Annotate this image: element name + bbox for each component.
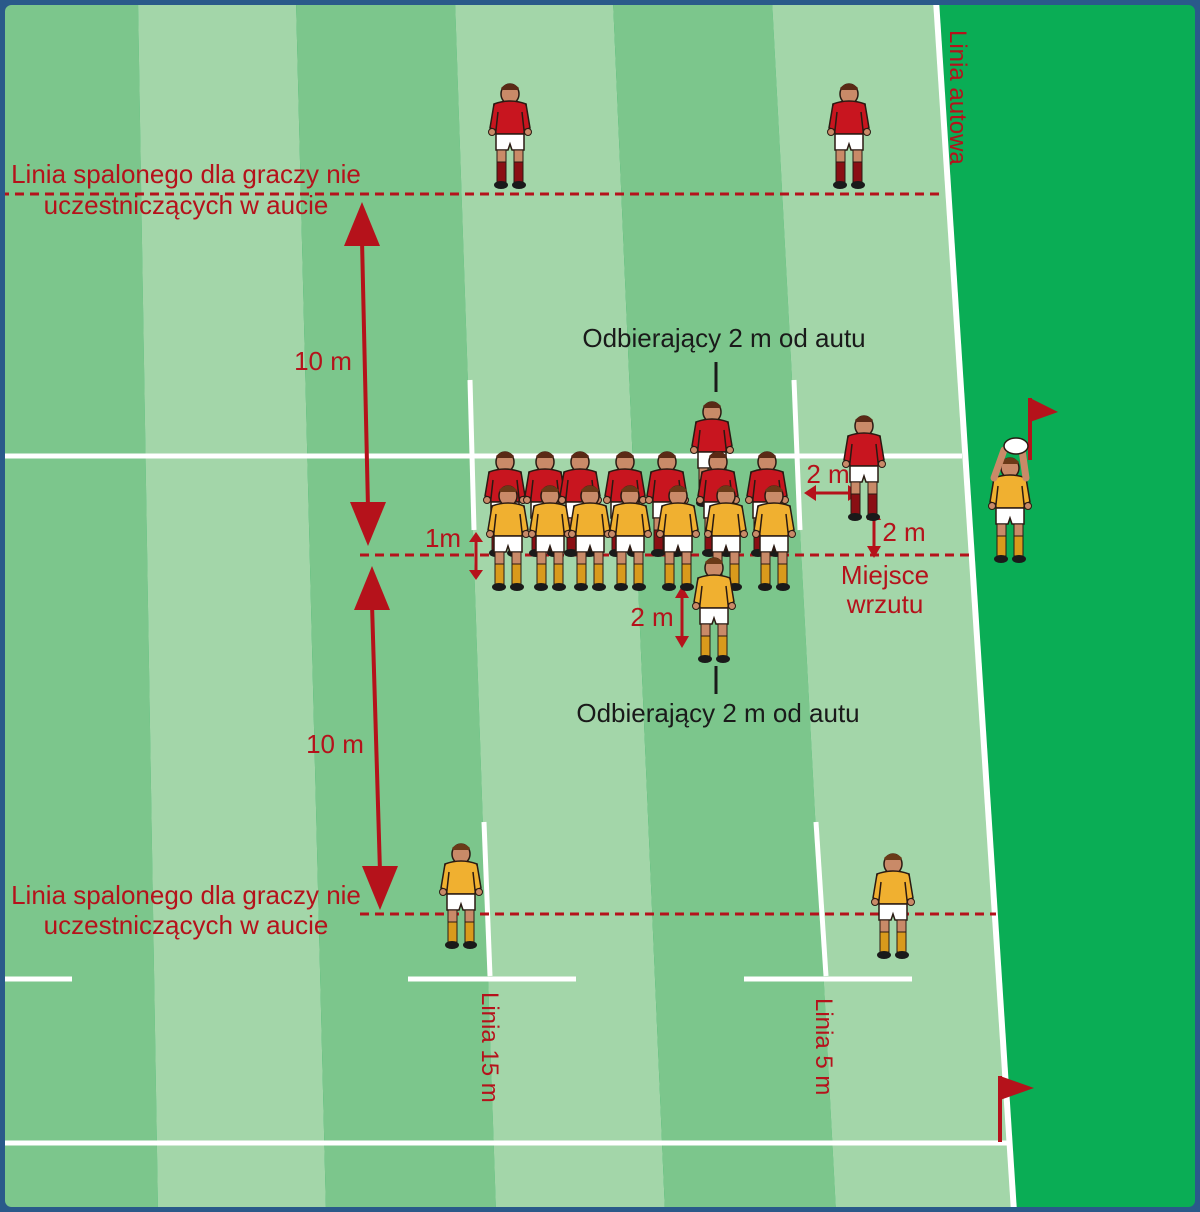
corner-flag-icon <box>1028 398 1058 460</box>
distance-label-bottom: 10 m <box>306 729 364 759</box>
gap-1m-arrow <box>469 532 483 580</box>
throw-mark-label-line1: Miejsce <box>841 560 929 590</box>
offside-label-top-line2: uczestniczących w aucie <box>44 190 329 220</box>
line-15m-label: Linia 15 m <box>476 992 503 1103</box>
offside-label-bottom-line1: Linia spalonego dla graczy nie <box>11 880 361 910</box>
rugby-ball-icon <box>1003 437 1029 455</box>
thrower-player <box>987 437 1033 564</box>
corner-flag-icon <box>998 1076 1034 1142</box>
distance-label-top: 10 m <box>294 346 352 376</box>
line-15m-marker-top <box>467 379 477 531</box>
line-5m-label: Linia 5 m <box>810 998 837 1095</box>
gap-1m-label: 1m <box>425 523 461 553</box>
distance-arrow-top <box>344 202 386 546</box>
offside-label-top-line1: Linia spalonego dla graczy nie <box>11 159 361 189</box>
throw-mark-label-line2: wrzutu <box>846 589 924 619</box>
line-15m-marker-bottom <box>481 821 493 977</box>
touchline-label: Linia autowa <box>944 30 971 165</box>
line-5m-marker-top <box>791 379 803 531</box>
touchline <box>933 4 1017 1208</box>
gap-2m-side-label: 2 m <box>806 459 849 489</box>
line-5m-marker-bottom <box>813 821 829 977</box>
receiver-label-top: Odbierający 2 m od autu <box>582 323 865 353</box>
receiver-label-bottom: Odbierający 2 m od autu <box>576 698 859 728</box>
gap-2m-right-label: 2 m <box>882 517 925 547</box>
offside-label-bottom-line2: uczestniczących w aucie <box>44 910 329 940</box>
gap-2m-receiver-label: 2 m <box>630 602 673 632</box>
distance-arrow-bottom <box>354 566 398 910</box>
gap-2m-receiver-arrow <box>675 586 689 648</box>
